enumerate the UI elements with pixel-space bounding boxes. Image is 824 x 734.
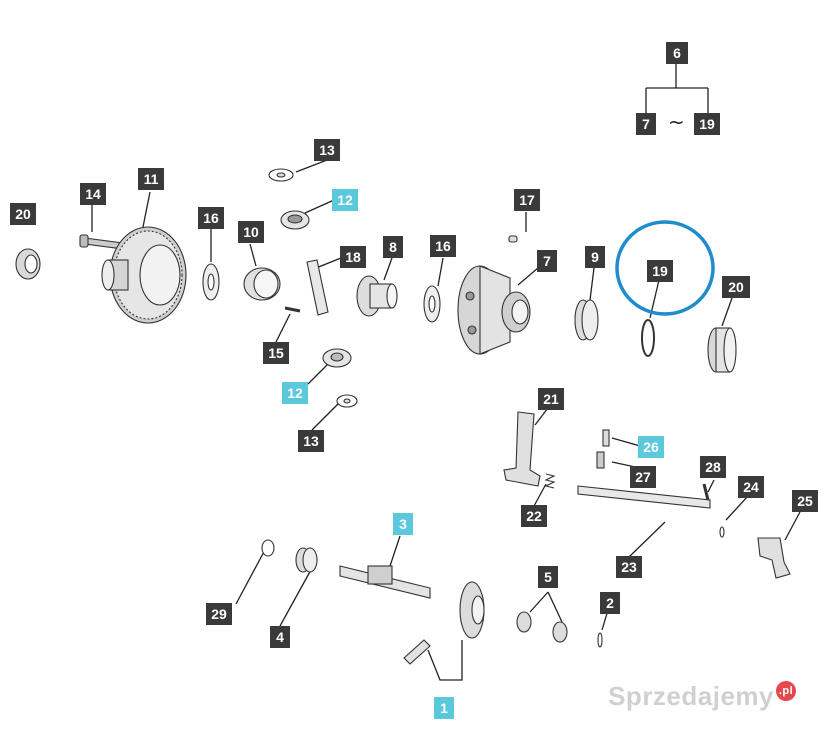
part-label-14: 14 <box>80 183 106 205</box>
part-label-1: 1 <box>434 697 454 719</box>
watermark-text: Sprzedajemy <box>608 681 774 711</box>
part-label-28: 28 <box>700 456 726 478</box>
part-label-11: 11 <box>138 168 164 190</box>
part-label-12-bottom: 12 <box>282 382 308 404</box>
part-label-13-top: 13 <box>314 139 340 161</box>
part-label-7-range-start: 7 <box>636 113 656 135</box>
part-label-3: 3 <box>393 513 413 535</box>
part-label-23: 23 <box>616 556 642 578</box>
part-label-13-bottom: 13 <box>298 430 324 452</box>
part-label-15: 15 <box>263 342 289 364</box>
range-tilde: ~ <box>668 110 685 134</box>
part-label-5: 5 <box>538 566 558 588</box>
part-label-16-right: 16 <box>430 235 456 257</box>
part-label-18: 18 <box>340 246 366 268</box>
part-label-9: 9 <box>585 246 605 268</box>
part-label-10: 10 <box>238 221 264 243</box>
part-label-22: 22 <box>521 505 547 527</box>
part-label-17: 17 <box>514 189 540 211</box>
part-label-6: 6 <box>666 42 688 64</box>
part-label-20-right: 20 <box>722 276 750 298</box>
part-label-19: 19 <box>647 260 673 282</box>
part-label-24: 24 <box>738 476 764 498</box>
part-label-27: 27 <box>630 466 656 488</box>
watermark-badge: .pl <box>776 681 796 701</box>
part-label-16-left: 16 <box>198 207 224 229</box>
watermark: Sprzedajemy.pl <box>608 681 796 712</box>
part-label-26: 26 <box>638 436 664 458</box>
part-label-25: 25 <box>792 490 818 512</box>
part-label-19-range-end: 19 <box>694 113 720 135</box>
part-label-4: 4 <box>270 626 290 648</box>
part-label-12-top: 12 <box>332 189 358 211</box>
part-label-2: 2 <box>600 592 620 614</box>
part-label-7: 7 <box>537 250 557 272</box>
part-label-29: 29 <box>206 603 232 625</box>
part-label-8: 8 <box>383 236 403 258</box>
part-label-20-left: 20 <box>10 203 36 225</box>
part-label-21: 21 <box>538 388 564 410</box>
